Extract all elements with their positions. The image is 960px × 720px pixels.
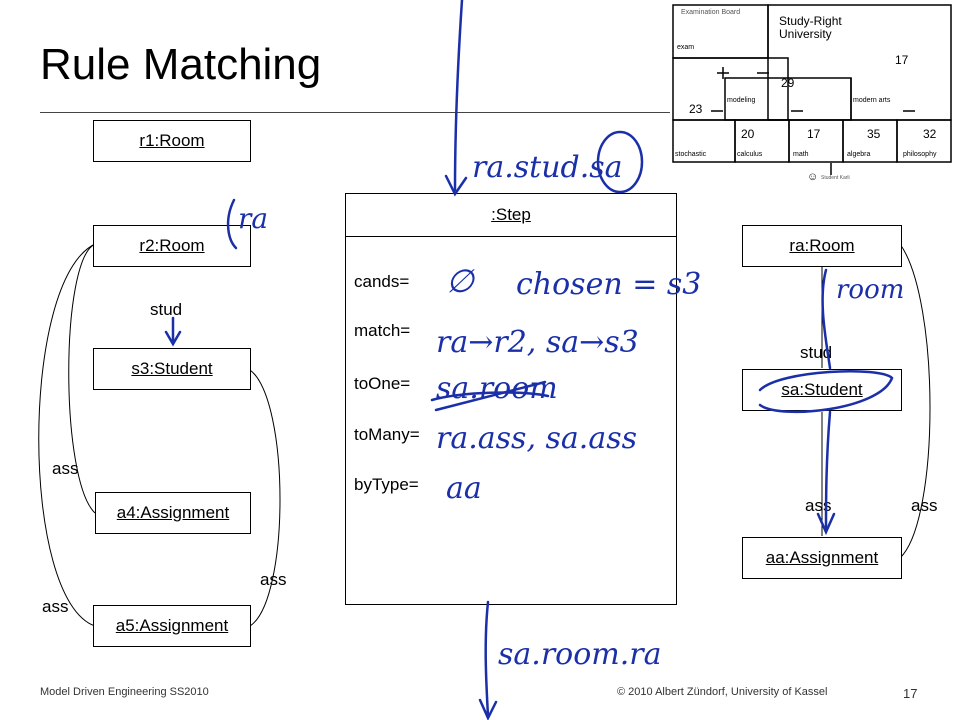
sa-circle — [596, 130, 644, 194]
link-label-ass-right-2: ass — [911, 496, 938, 515]
room-arrow-line — [821, 268, 832, 370]
top-arrow-line — [453, 0, 464, 192]
thumbnail-modeling: modeling — [727, 97, 756, 104]
hand-bytype-value: aa — [446, 471, 482, 506]
top-arrow-head — [444, 174, 468, 197]
thumbnail-exam: exam — [677, 44, 695, 51]
link-label-ass-left-1: ass — [52, 459, 79, 478]
thumbnail-num-35: 35 — [867, 127, 881, 141]
thumbnail-math: math — [793, 151, 809, 158]
thumbnail-num-32: 32 — [923, 127, 937, 141]
toone-underline — [430, 391, 550, 402]
thumbnail-num-23: 23 — [689, 102, 703, 116]
step-attr-bytype: byType= — [354, 475, 419, 494]
footer-course: Model Driven Engineering SS2010 — [40, 686, 209, 698]
link-label-ass-left-3: ass — [42, 597, 69, 616]
object-a4-assignment: a4:Assignment — [95, 492, 251, 534]
link-label-stud-left: stud — [150, 300, 183, 319]
smiley-icon: ☺ — [807, 171, 819, 183]
stud-arrow-head — [164, 330, 182, 347]
hand-chosen: chosen = s3 — [516, 267, 701, 302]
hand-cands-value: ∅ — [446, 262, 476, 300]
thumbnail-algebra: algebra — [847, 151, 871, 158]
hand-top-note: ra.stud.sa — [472, 150, 623, 185]
bottom-arrow-head — [478, 698, 498, 720]
hand-match-value: ra→r2, sa→s3 — [436, 325, 639, 360]
object-s3-student: s3:Student — [93, 348, 251, 390]
step-attr-cands: cands= — [354, 272, 410, 291]
thumbnail-calculus: calculus — [737, 151, 763, 158]
thumbnail-num-20: 20 — [741, 127, 755, 141]
link-label-ass-left-2: ass — [260, 570, 287, 589]
object-r2-room: r2:Room — [93, 225, 251, 267]
object-ra-room: ra:Room — [742, 225, 902, 267]
thumbnail-num-17a: 17 — [895, 53, 909, 67]
title-divider — [40, 112, 670, 113]
thumbnail-examination-board: Examination Board — [681, 9, 741, 16]
thumbnail-num-17b: 17 — [807, 127, 821, 141]
object-aa-assignment: aa:Assignment — [742, 537, 902, 579]
hand-tomany-value: ra.ass, sa.ass — [436, 421, 637, 456]
sa-to-aa-head — [816, 512, 836, 536]
step-title: :Step — [346, 194, 676, 237]
ra-bracket — [226, 198, 238, 250]
footer-copyright: © 2010 Albert Zündorf, University of Kas… — [617, 686, 828, 698]
thumbnail-philosophy: philosophy — [903, 151, 937, 158]
thumbnail-student-karli: Student Karli — [821, 175, 850, 181]
slide-title: Rule Matching — [40, 40, 322, 89]
object-r1-room: r1:Room — [93, 120, 251, 162]
thumbnail-university: Study-Right University — [779, 14, 842, 41]
hand-bottom-note: sa.room.ra — [498, 637, 662, 672]
thumbnail-num-29: 29 — [781, 76, 795, 90]
object-sa-student: sa:Student — [742, 369, 902, 411]
step-attr-toone: toOne= — [354, 374, 411, 393]
university-thumbnail: Examination Board exam Study-Right Unive… — [671, 3, 953, 184]
thumbnail-stochastic: stochastic — [675, 151, 707, 158]
sa-to-aa-line — [824, 410, 832, 532]
toone-strike — [434, 380, 547, 412]
thumbnail-lines — [672, 4, 952, 175]
hand-room-note: room — [836, 275, 904, 305]
page-number: 17 — [903, 686, 918, 701]
object-a5-assignment: a5:Assignment — [93, 605, 251, 647]
sa-scribble — [758, 370, 894, 414]
step-attr-tomany: toMany= — [354, 425, 420, 444]
thumbnail-modern-arts: modern arts — [853, 97, 891, 104]
step-attr-match: match= — [354, 321, 411, 340]
hand-ra-tag: ra — [238, 202, 268, 235]
step-object: :Step cands= match= toOne= toMany= byTyp… — [345, 193, 677, 605]
link-label-stud-right: stud — [800, 343, 833, 362]
bottom-arrow-line — [484, 600, 490, 718]
hand-toone-value: sa.room — [436, 371, 558, 406]
